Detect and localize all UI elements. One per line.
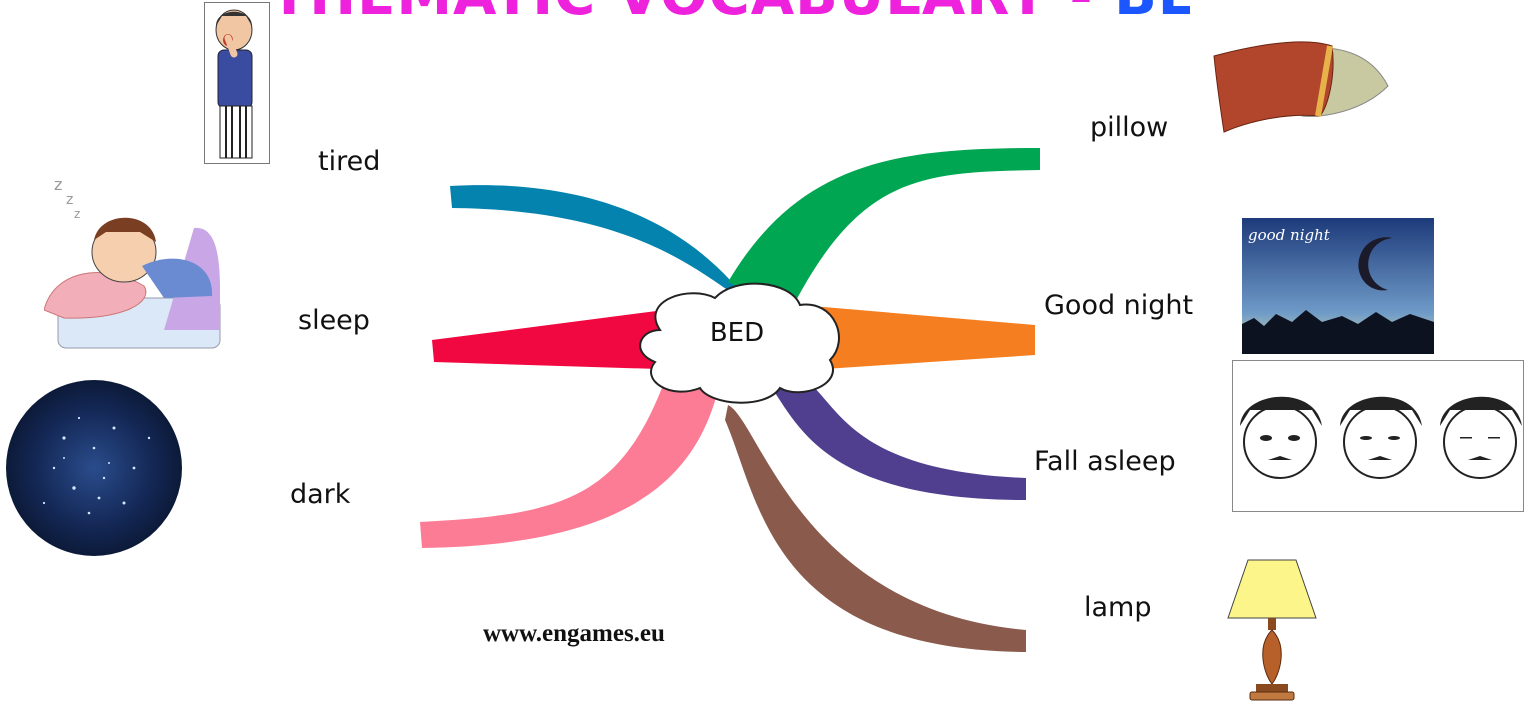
word-lamp: lamp (1084, 592, 1152, 623)
starry-sky-icon (6, 380, 182, 556)
branch-lamp (725, 405, 1026, 652)
svg-text:z: z (54, 175, 62, 194)
word-sleep: sleep (298, 305, 370, 336)
yawning-boy-icon (204, 2, 270, 164)
pillows-icon (1213, 41, 1389, 133)
svg-text:z: z (74, 207, 80, 221)
word-dark: dark (290, 479, 351, 510)
drowsy-faces-icon (1232, 360, 1524, 512)
center-label: BED (709, 318, 765, 348)
branch-pillow (728, 148, 1040, 312)
website-label: www.engames.eu (483, 620, 665, 647)
sleeping-boy-icon: z z z (44, 175, 221, 349)
branch-sleep (432, 308, 690, 370)
word-tired: tired (318, 146, 381, 177)
svg-text:z: z (66, 192, 73, 208)
word-pillow: pillow (1090, 112, 1169, 143)
good-night-caption: good night (1248, 226, 1331, 244)
branch-dark (420, 380, 720, 548)
moon-night-scene-icon: good night (1242, 218, 1434, 354)
title-part-2: BED (1114, 0, 1190, 26)
center-cloud (639, 282, 840, 404)
word-good-night: Good night (1044, 290, 1194, 321)
branch-good-night (800, 305, 1035, 370)
branch-tired (450, 185, 765, 310)
word-fall-asleep: Fall asleep (1034, 446, 1176, 477)
page-title: THEMATIC VOCABULARY - BED (270, 0, 1190, 26)
table-lamp-icon (1227, 559, 1317, 701)
title-part-1: THEMATIC VOCABULARY - (270, 0, 1114, 26)
